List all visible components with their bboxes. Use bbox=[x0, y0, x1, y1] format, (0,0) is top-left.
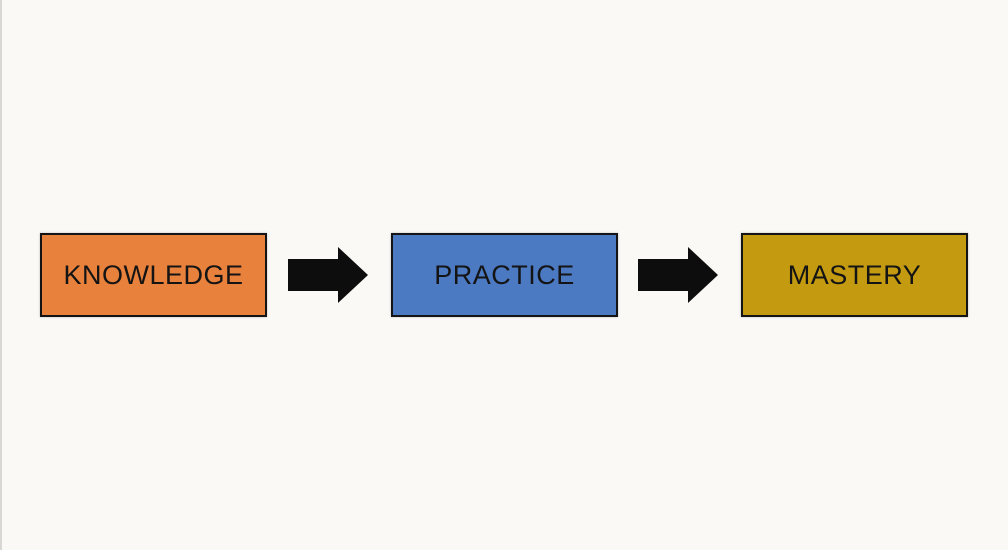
right-arrow-icon bbox=[288, 247, 368, 303]
step-label-knowledge: KNOWLEDGE bbox=[63, 259, 244, 290]
step-box-mastery: MASTERY bbox=[741, 233, 968, 317]
right-arrow-icon bbox=[638, 247, 718, 303]
step-label-mastery: MASTERY bbox=[787, 259, 922, 290]
step-label-practice: PRACTICE bbox=[434, 259, 575, 290]
step-box-knowledge: KNOWLEDGE bbox=[40, 233, 267, 317]
flow-diagram: KNOWLEDGE PRACTICE MASTERY bbox=[40, 233, 968, 317]
left-edge-artifact bbox=[0, 0, 2, 550]
step-box-practice: PRACTICE bbox=[391, 233, 618, 317]
